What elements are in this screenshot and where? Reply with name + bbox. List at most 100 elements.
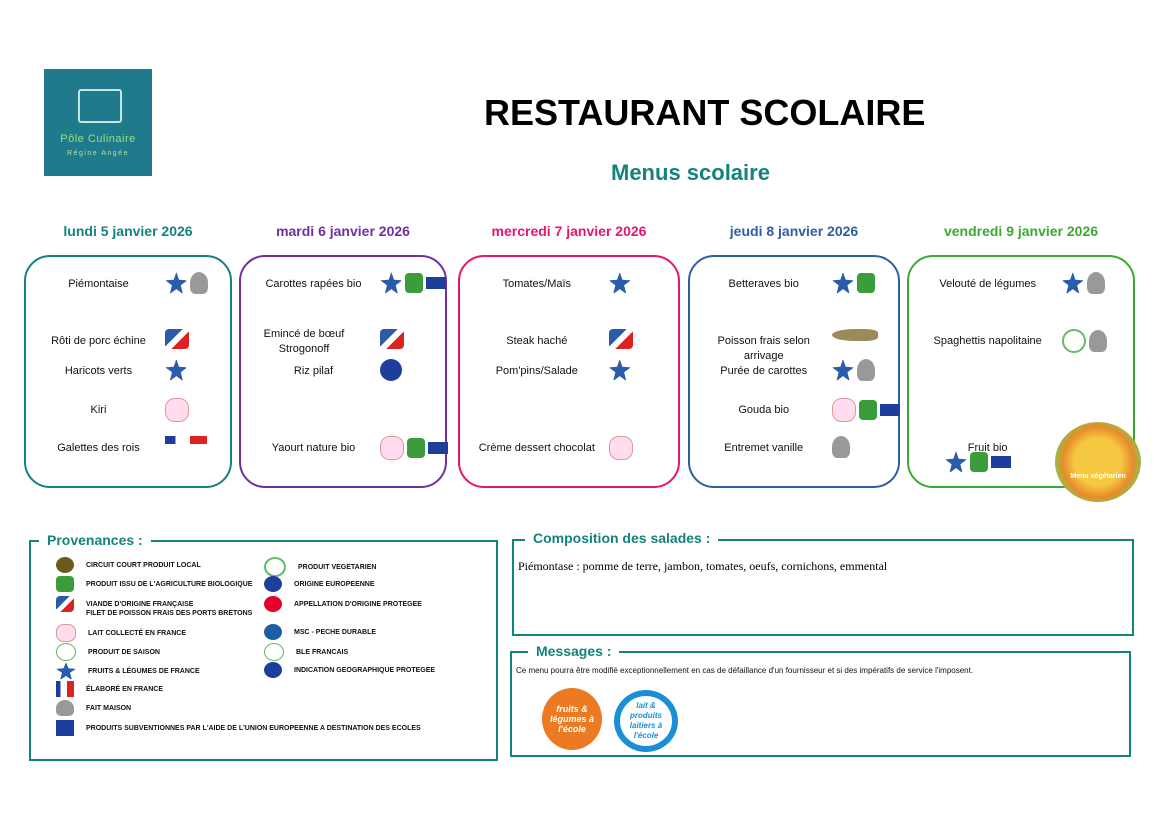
menu-item-icons (832, 436, 851, 458)
menu-item-icons (165, 436, 208, 444)
menu-item-icons (608, 329, 633, 349)
menu-item: Spaghettis napolitaine (933, 335, 1042, 347)
menu-item: Gouda bio (738, 404, 790, 416)
menu-item-icons (380, 436, 449, 460)
salades-text: Piémontase : pomme de terre, jambon, tom… (518, 559, 888, 573)
day-header: mardi 6 janvier 2026 (276, 223, 410, 239)
bio-icon (407, 438, 426, 458)
legend-item: CIRCUIT COURT PRODUIT LOCAL (56, 557, 201, 573)
aop-icon (264, 596, 282, 612)
menu-item-icons (165, 359, 188, 381)
menu-item-icons (380, 329, 405, 349)
fruits-icon (56, 662, 76, 680)
menu-item: Entremet vanille (724, 442, 804, 454)
salades-panel (512, 539, 1134, 636)
veget-icon (264, 557, 286, 577)
menu-item-icons (1061, 272, 1105, 294)
menu-item: Purée de carottes (720, 365, 808, 377)
menu-item-icons (608, 272, 631, 294)
eu-icon (428, 442, 449, 454)
local-icon (56, 557, 74, 573)
viande-icon (608, 329, 633, 349)
legend-label: MSC - PECHE DURABLE (294, 628, 377, 636)
menu-item-icons (945, 451, 1011, 473)
menu-item-icons (1061, 329, 1107, 353)
igp-icon (264, 662, 282, 678)
legend-label: INDICATION GEOGRAPHIQUE PROTEGEE (294, 666, 436, 674)
legend-label: ÉLABORÉ EN FRANCE (86, 685, 164, 693)
lait-icon (380, 436, 405, 460)
day-header: mercredi 7 janvier 2026 (491, 223, 647, 239)
bio-icon (970, 452, 988, 472)
menu-item-icons (832, 272, 876, 294)
menu-item: Velouté de légumes (939, 278, 1036, 290)
elabore-icon (56, 681, 74, 697)
menu-item-icons (165, 272, 209, 294)
menu-item: Piémontaise (68, 278, 129, 290)
bio-icon (859, 400, 878, 420)
viande-icon (380, 329, 405, 349)
legend-label: FAIT MAISON (86, 704, 132, 712)
fait-icon (857, 359, 876, 381)
legend-label: APPELLATION D'ORIGINE PROTEGEE (294, 600, 422, 608)
msc-icon (264, 624, 282, 640)
menu-item-icons (832, 329, 879, 341)
legend-item: FAIT MAISON (56, 700, 131, 716)
menu-item: Yaourt nature bio (271, 442, 356, 454)
day-header: jeudi 8 janvier 2026 (729, 223, 859, 239)
legend-label: BLE FRANCAIS (296, 648, 349, 656)
lait-icon (608, 436, 633, 460)
menu-item: Rôti de porc échine (51, 335, 146, 347)
messages-title: Messages : (528, 643, 620, 659)
fait-icon (56, 700, 74, 716)
day-header: lundi 5 janvier 2026 (63, 223, 193, 239)
menu-item: Crème dessert chocolat (478, 442, 595, 454)
saison-icon (56, 643, 76, 661)
legend-item: FRUITS & LÉGUMES DE FRANCE (56, 662, 200, 680)
legend-item: APPELLATION D'ORIGINE PROTEGEE (264, 596, 422, 612)
fait-icon (1086, 272, 1105, 294)
origeu-icon (380, 359, 403, 381)
lait-icon (56, 624, 76, 642)
viande-icon (165, 329, 190, 349)
menu-item-icons (380, 272, 447, 294)
fruits-icon (608, 272, 631, 294)
legend-label: CIRCUIT COURT PRODUIT LOCAL (86, 561, 201, 569)
fruits-icon (832, 359, 855, 381)
menu-item: Steak haché (506, 335, 568, 347)
legend-label: PRODUIT DE SAISON (88, 648, 160, 656)
legend-item: ORIGINE EUROPEENNE (264, 576, 375, 592)
fait-icon (190, 272, 209, 294)
menu-item-icons (608, 436, 633, 460)
legend-item: INDICATION GEOGRAPHIQUE PROTEGEE (264, 662, 435, 678)
bio-icon (857, 273, 876, 293)
elabore-icon (165, 436, 208, 444)
logo-name: Pôle Culinaire (60, 133, 136, 145)
logo-subname: Régine Angée (67, 150, 129, 157)
legend-item: MSC - PECHE DURABLE (264, 624, 376, 640)
lait-icon (832, 398, 857, 422)
menu-item: Kiri (90, 404, 107, 416)
eu-icon (991, 456, 1011, 468)
bio-icon (405, 273, 424, 293)
legend-item: PRODUITS SUBVENTIONNES PAR L'AIDE DE L'U… (56, 720, 421, 736)
legend-label: VIANDE D'ORIGINE FRANÇAISE (86, 600, 194, 608)
menu-item: Carottes rapées bio (265, 278, 362, 290)
menu-item-icons (832, 398, 901, 422)
fruits-icon (608, 359, 631, 381)
provenances-title: Provenances : (39, 532, 151, 548)
messages-text: Ce menu pourra être modifié exceptionnel… (516, 666, 974, 675)
menu-item: Haricots verts (64, 365, 133, 377)
legend-label: PRODUIT ISSU DE L'AGRICULTURE BIOLOGIQUE (86, 580, 253, 588)
legend-label: PRODUITS SUBVENTIONNES PAR L'AIDE DE L'U… (86, 724, 421, 732)
pole-culinaire-logo: Pôle Culinaire Régine Angée (44, 69, 152, 176)
menu-item: Riz pilaf (293, 365, 334, 377)
fruits-icon (380, 272, 403, 294)
fruits-icon (165, 272, 188, 294)
legend-label: PRODUIT VEGETARIEN (298, 563, 377, 571)
fruits-legumes-ecole-logo: fruits & légumes à l'école (542, 688, 602, 750)
fait-icon (1088, 330, 1107, 352)
salades-title: Composition des salades : (525, 530, 719, 546)
origeu-icon (264, 576, 282, 592)
